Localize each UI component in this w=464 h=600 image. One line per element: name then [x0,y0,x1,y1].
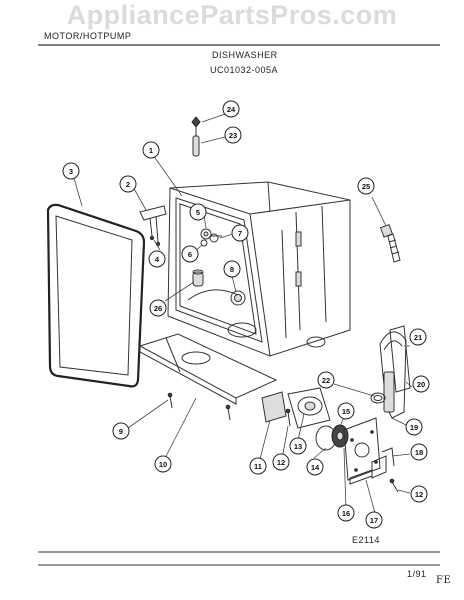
svg-text:15: 15 [342,407,350,416]
svg-text:21: 21 [414,333,422,342]
diagram-code: UC01032-005A [210,65,279,75]
tub-vent-fastener-part [191,116,201,157]
callout-1: 1 [142,141,160,159]
callout-24: 24 [222,100,240,118]
svg-text:4: 4 [155,255,160,264]
model-label: MOTOR/HOTPUMP [44,31,132,41]
svg-text:2: 2 [126,180,130,189]
svg-text:11: 11 [254,462,262,471]
drain-hose-parts [370,325,411,419]
callout-12-left: 12 [272,453,290,471]
svg-text:17: 17 [370,516,378,525]
tub-assembly-part [167,181,351,357]
callout-6: 6 [181,245,199,263]
callout-16: 16 [337,504,355,522]
base-kickplate-part [138,333,278,405]
figure-code: E2114 [352,535,380,545]
svg-text:18: 18 [415,448,423,457]
callout-4: 4 [148,250,166,268]
svg-text:14: 14 [311,463,320,472]
svg-text:16: 16 [342,509,350,518]
float-part [192,269,204,287]
svg-text:3: 3 [69,167,73,176]
footer-date: 1/91 [407,569,427,579]
callout-20: 20 [412,375,430,393]
callout-9: 9 [112,422,130,440]
svg-text:5: 5 [196,208,200,217]
svg-text:25: 25 [362,182,370,191]
watermark: AppliancePartsPros.com [66,0,398,30]
drain-grommet-part [230,290,246,306]
callout-12-right: 12 [410,485,428,503]
callout-26: 26 [149,299,167,317]
callout-23: 23 [224,126,242,144]
svg-text:8: 8 [230,265,234,274]
svg-text:12: 12 [277,458,285,467]
outer-door-panel-part [46,203,146,388]
callout-5: 5 [189,203,207,221]
motor-pump-assembly-part [261,387,349,451]
callout-3: 3 [62,162,80,180]
screw-fasteners [167,392,399,493]
svg-text:23: 23 [229,131,237,140]
svg-text:9: 9 [119,427,123,436]
svg-text:7: 7 [238,229,242,238]
callout-25: 25 [357,177,375,195]
callout-10: 10 [154,455,172,473]
leader-lines [73,111,413,518]
callout-17: 17 [365,511,383,529]
svg-text:6: 6 [188,250,192,259]
callout-11: 11 [249,457,267,475]
svg-text:10: 10 [159,460,167,469]
callout-14: 14 [306,458,324,476]
hinge-bracket-part [139,205,167,247]
callout-2: 2 [119,175,137,193]
svg-text:26: 26 [154,304,162,313]
callout-15: 15 [337,402,355,420]
svg-text:12: 12 [415,490,423,499]
callout-18: 18 [410,443,428,461]
motor-mount-plate-part [343,417,395,485]
callout-21: 21 [409,328,427,346]
callout-22: 22 [317,371,335,389]
svg-text:24: 24 [227,105,236,114]
svg-text:13: 13 [294,442,302,451]
diagram-title: DISHWASHER [212,50,278,60]
callout-8: 8 [223,260,241,278]
svg-text:1: 1 [149,146,153,155]
callout-19: 19 [405,418,423,436]
leveling-leg-screw-part [379,223,401,263]
svg-text:22: 22 [322,376,330,385]
callout-13: 13 [289,437,307,455]
svg-text:20: 20 [417,380,425,389]
fill-inlet-parts [200,228,222,247]
svg-text:19: 19 [410,423,418,432]
footer-initials: FE [436,575,452,586]
callout-7: 7 [231,224,249,242]
